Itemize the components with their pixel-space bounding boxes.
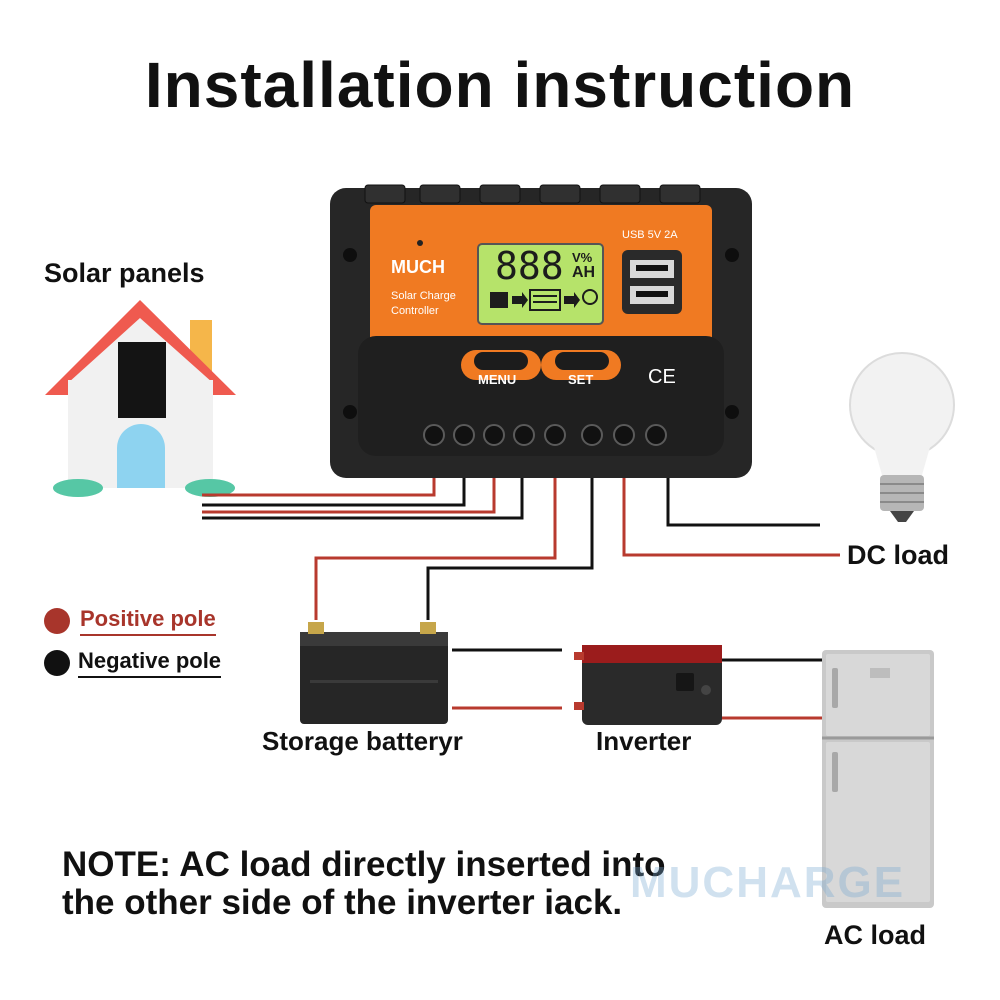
refrigerator-icon bbox=[822, 650, 934, 908]
positive-pole-label: Positive pole bbox=[80, 606, 216, 636]
storage-battery-icon bbox=[300, 622, 448, 724]
light-bulb-icon bbox=[849, 352, 955, 522]
note-text: NOTE: AC load directly inserted into the… bbox=[62, 846, 782, 922]
negative-pole-dot bbox=[44, 650, 70, 676]
storage-battery-label: Storage batteryr bbox=[262, 726, 463, 756]
dcload-positive-wire bbox=[622, 472, 840, 557]
note-line-1: NOTE: AC load directly inserted into bbox=[62, 845, 666, 884]
dcload-negative-wire bbox=[666, 472, 820, 527]
negative-pole-label: Negative pole bbox=[78, 648, 222, 678]
solar-positive-wire bbox=[202, 470, 436, 497]
usb-label: USB 5V 2A bbox=[622, 229, 678, 241]
solar-positive-wire-2 bbox=[202, 470, 496, 514]
watermark: MUCHARGE bbox=[630, 858, 906, 907]
controller-brand: MUCH bbox=[391, 257, 445, 277]
set-button-label: SET bbox=[568, 372, 594, 387]
lcd-unit-top: V% bbox=[572, 250, 593, 265]
controller-desc-line1: Solar Charge bbox=[391, 290, 456, 302]
solar-negative-wire-2 bbox=[202, 470, 524, 520]
inverter-icon bbox=[574, 645, 722, 725]
solar-charge-controller bbox=[330, 184, 752, 478]
battery-positive-wire bbox=[314, 472, 557, 620]
solar-panels-label: Solar panels bbox=[44, 258, 205, 288]
ac-load-label: AC load bbox=[824, 920, 927, 950]
solar-negative-wire bbox=[202, 470, 466, 507]
lcd-unit-bottom: AH bbox=[572, 264, 596, 281]
positive-pole-dot bbox=[44, 608, 70, 634]
note-line-2: the other side of the inverter iack. bbox=[62, 883, 623, 922]
inverter-label: Inverter bbox=[596, 726, 692, 756]
controller-desc-line2: Controller bbox=[391, 305, 439, 317]
menu-button-label: MENU bbox=[478, 372, 517, 387]
page-title: Installation instruction bbox=[144, 49, 856, 121]
dc-load-label: DC load bbox=[847, 540, 950, 570]
battery-negative-wire bbox=[426, 472, 594, 620]
lcd-digits: 888 bbox=[495, 244, 564, 288]
house-icon bbox=[45, 300, 236, 497]
ce-mark: CE bbox=[648, 366, 676, 388]
